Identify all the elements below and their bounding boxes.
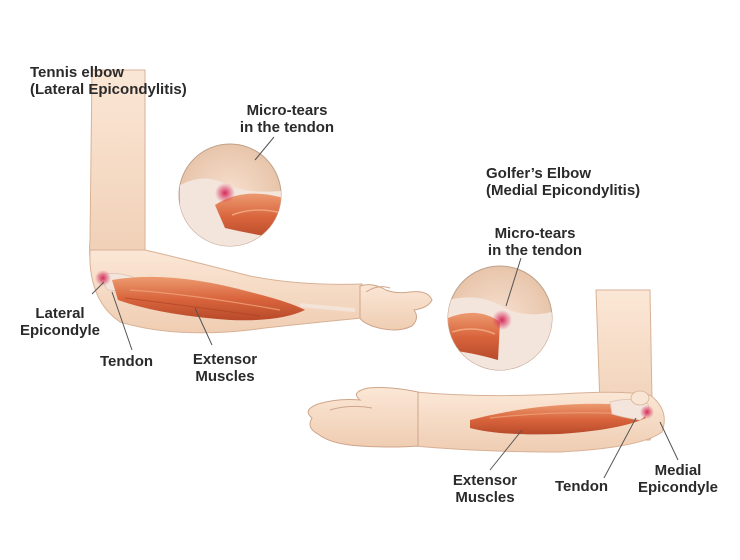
lateral-epicondyle-label: Lateral Epicondyle — [10, 305, 110, 339]
medial-epicondyle-line2: Epicondyle — [637, 479, 719, 496]
tennis-zoom-circle — [178, 143, 282, 247]
tennis-micro-tears-leader — [254, 136, 275, 161]
medial-epicondyle-label: Medial Epicondyle — [628, 462, 728, 496]
golfers-micro-tears-label: Micro-tears in the tendon — [470, 225, 600, 259]
tennis-micro-tears-label: Micro-tears in the tendon — [222, 102, 352, 136]
lateral-epicondyle-line1: Lateral — [35, 305, 85, 322]
golfers-extensor-label: Extensor Muscles — [440, 472, 530, 506]
medial-epicondyle-leader — [659, 421, 679, 461]
tennis-micro-tears-line2: in the tendon — [239, 119, 335, 136]
tennis-tendon-leader — [111, 291, 133, 351]
tennis-hand — [359, 284, 433, 331]
tennis-elbow-title: Tennis elbow (Lateral Epicondylitis) — [30, 64, 187, 98]
golfers-elbow-title-line1: Golfer’s Elbow — [486, 165, 592, 182]
lateral-epicondyle-leader — [91, 281, 105, 295]
golfers-tendon-label: Tendon — [555, 478, 609, 495]
tennis-elbow-title-line1: Tennis elbow — [30, 64, 124, 81]
golfers-elbow-arm — [307, 289, 665, 453]
lateral-epicondyle-line2: Epicondyle — [19, 322, 101, 339]
tennis-injury-spot — [95, 270, 111, 286]
medial-epicondyle-line1: Medial — [654, 462, 702, 479]
golfers-elbow-title: Golfer’s Elbow (Medial Epicondylitis) — [486, 165, 640, 199]
golfers-extensor-line2: Muscles — [455, 489, 515, 506]
golfers-tendon-leader — [603, 417, 637, 479]
tennis-extensor-label: Extensor Muscles — [180, 351, 270, 385]
tennis-tendon-label: Tendon — [100, 353, 154, 370]
golfers-extensor-line1: Extensor — [452, 472, 518, 489]
golfers-zoom-circle — [447, 265, 553, 371]
golfers-micro-tears-line2: in the tendon — [487, 242, 583, 259]
golfers-injury-spot — [640, 405, 654, 419]
tennis-elbow-arm — [89, 69, 433, 334]
golfers-elbow-title-line2: (Medial Epicondylitis) — [486, 182, 641, 199]
tennis-extensor-leader — [194, 307, 213, 346]
tennis-extensor-line2: Muscles — [195, 368, 255, 385]
golfers-extensor-leader — [489, 429, 523, 471]
tennis-elbow-title-line2: (Lateral Epicondylitis) — [30, 81, 187, 98]
golfers-extensor-muscles — [470, 403, 646, 435]
tennis-extensor-line1: Extensor — [192, 351, 258, 368]
golfers-micro-tears-line1: Micro-tears — [494, 225, 576, 242]
golfers-micro-tears-leader — [505, 257, 522, 307]
tennis-micro-tears-line1: Micro-tears — [246, 102, 328, 119]
golfers-hand — [307, 387, 419, 448]
